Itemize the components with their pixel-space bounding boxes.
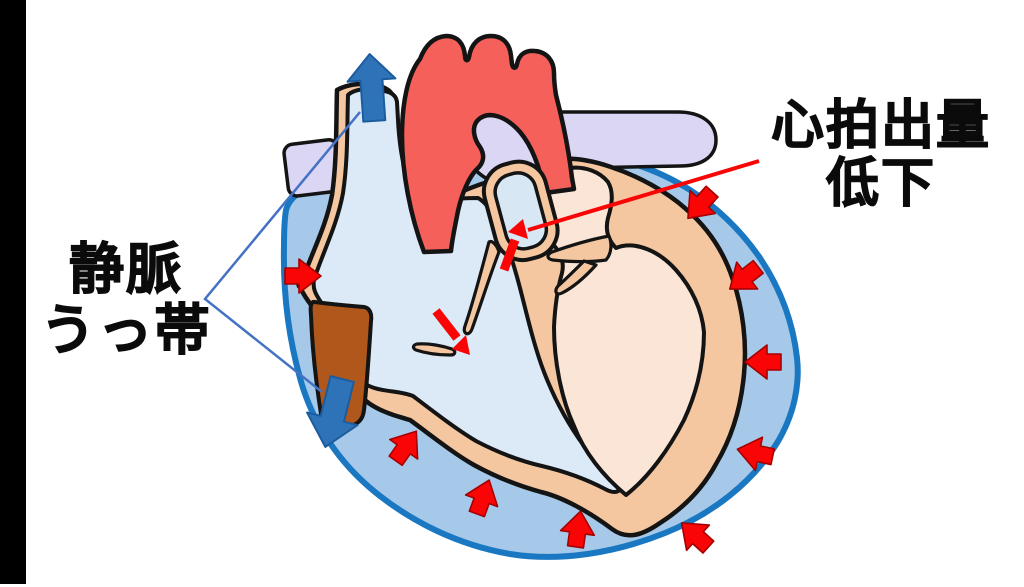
reduced-inflow-arrow — [432, 308, 470, 355]
reduced-outflow-arrow — [499, 219, 528, 272]
aorta — [399, 33, 577, 255]
label-cardiac-output-drop-line1: 心拍出量 — [770, 96, 991, 155]
valve-leaflet-mitral-posterior — [554, 259, 598, 296]
venous-stasis-arrow-down — [306, 375, 359, 448]
valve-leaflet-hanging — [462, 239, 501, 336]
label-cardiac-output-drop-line2: 低下 — [825, 154, 936, 213]
label-venous-congestion: 静脈 うっ帯 — [28, 238, 224, 361]
valve-leaflet-tricuspid — [411, 342, 457, 357]
label-venous-congestion-line1: 静脈 — [68, 238, 183, 300]
leader-line-cardiac-output — [527, 159, 760, 232]
valve-leaflet-mitral-anterior — [546, 234, 613, 264]
leader-line-venous-congestion — [203, 111, 361, 393]
venous-stasis-arrow-up — [346, 53, 397, 123]
label-cardiac-output-drop: 心拍出量 低下 — [752, 96, 1010, 213]
label-venous-congestion-line2: うっ帯 — [40, 299, 212, 361]
letterbox-bar — [0, 0, 26, 584]
